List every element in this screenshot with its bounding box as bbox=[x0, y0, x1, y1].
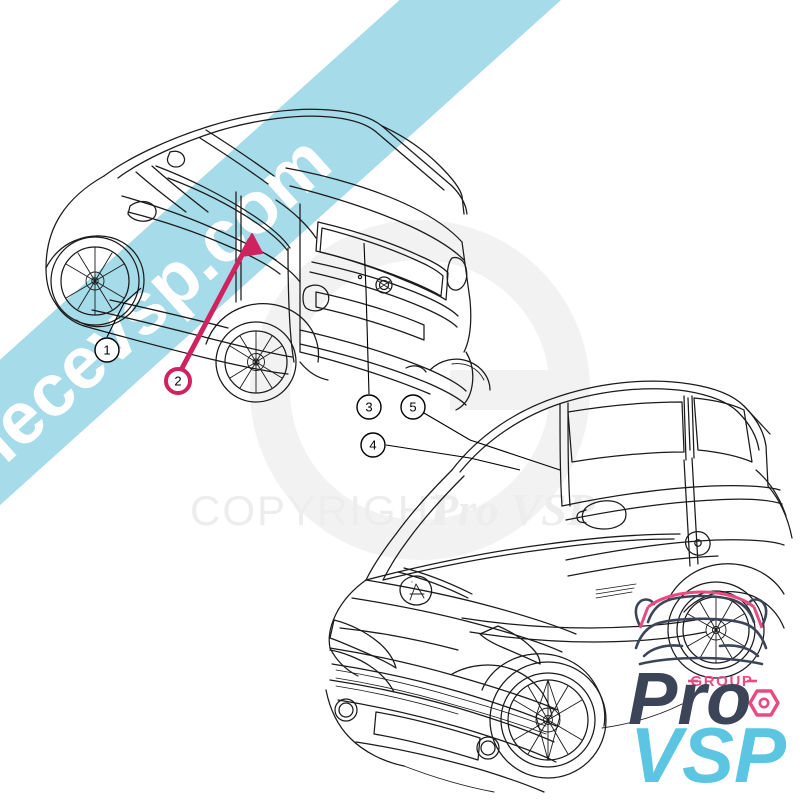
callout-5[interactable]: 5 bbox=[400, 394, 426, 420]
logo-group-text: GROUP bbox=[690, 673, 753, 690]
car-front-outline-icon bbox=[634, 594, 768, 666]
callout-2-arrow bbox=[177, 233, 263, 375]
callout-leader-line-3 bbox=[363, 242, 370, 395]
callout-bubble-5[interactable] bbox=[400, 394, 426, 420]
callout-leader-line-1 bbox=[106, 287, 142, 338]
callout-2[interactable]: 2 bbox=[164, 367, 192, 395]
copyright-watermark-text: COPYRIGHT bbox=[190, 487, 458, 534]
front-badge bbox=[399, 575, 433, 606]
callout-leader-line-4 bbox=[385, 444, 521, 471]
logo-vsp-text: VSP bbox=[630, 711, 787, 799]
callout-1[interactable]: 1 bbox=[94, 337, 120, 363]
callout-number-5: 5 bbox=[409, 400, 416, 415]
callout-3[interactable]: 3 bbox=[356, 394, 382, 420]
logo-hood-highlight-legs bbox=[638, 606, 764, 629]
callout-number-2: 2 bbox=[174, 374, 181, 389]
callout-bubble-3[interactable] bbox=[356, 394, 382, 420]
stripe-band bbox=[0, 0, 630, 641]
callout-4[interactable]: 4 bbox=[360, 432, 386, 458]
callout-number-1: 1 bbox=[103, 343, 110, 358]
callout-number-3: 3 bbox=[365, 400, 372, 415]
copyright-brand-text: Pro VSP bbox=[429, 484, 596, 535]
logo-hood-highlight bbox=[647, 590, 755, 609]
callout-bubble-2[interactable] bbox=[164, 367, 192, 395]
callout-number-4: 4 bbox=[369, 438, 376, 453]
callout-bubble-1[interactable] bbox=[94, 337, 120, 363]
hex-nut-icon bbox=[748, 689, 780, 717]
callout-bubble-4[interactable] bbox=[360, 432, 386, 458]
callout-leader-line-5 bbox=[423, 412, 561, 471]
logo-pro-text: Pro bbox=[628, 657, 751, 740]
